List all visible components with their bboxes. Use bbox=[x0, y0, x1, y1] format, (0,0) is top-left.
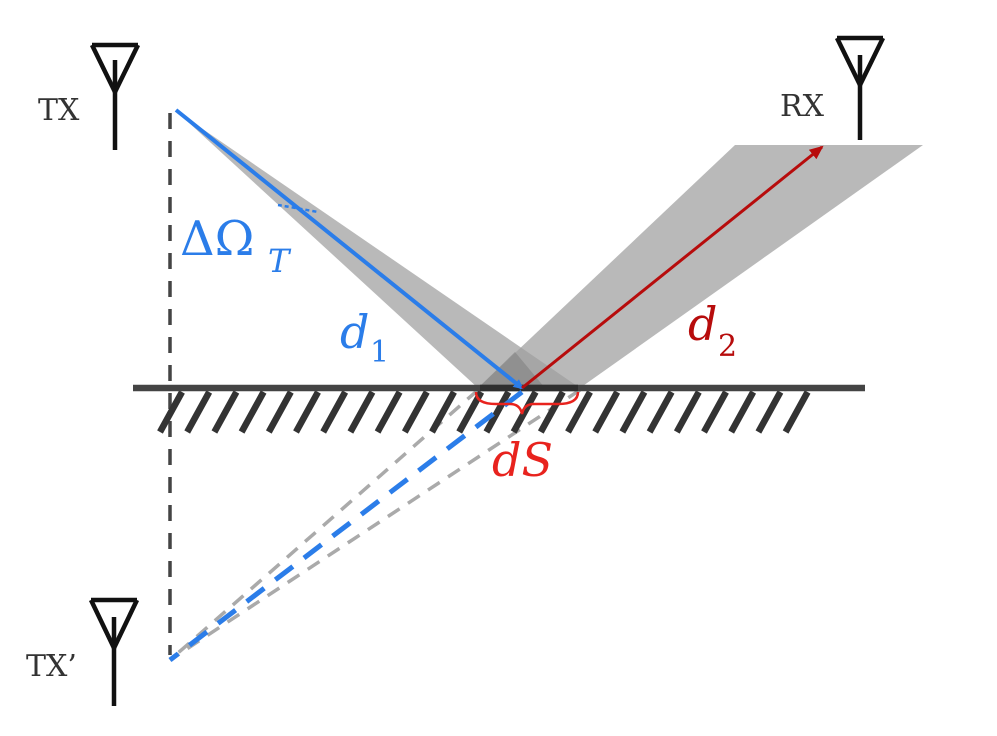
d1-subscript: 1 bbox=[370, 335, 389, 370]
tx-image-antenna-icon bbox=[88, 597, 140, 706]
ground-hatch-stroke bbox=[701, 390, 729, 434]
ground-hatch-stroke bbox=[728, 390, 757, 434]
surface-element-brace bbox=[474, 391, 580, 415]
ground-hatch-stroke bbox=[265, 390, 294, 434]
ground-hatching bbox=[157, 390, 811, 434]
image-cone-edge-upper bbox=[168, 388, 480, 662]
beam-overlap-patch bbox=[478, 352, 545, 388]
image-cone-edge-lower bbox=[169, 388, 581, 662]
reflected-beam-cone bbox=[478, 145, 923, 388]
ground-hatch-stroke bbox=[592, 390, 621, 434]
ground-hatch-stroke bbox=[483, 390, 512, 434]
d1-label: d 1 bbox=[340, 305, 389, 370]
incident-ray-image-dashed bbox=[168, 390, 524, 662]
ground-hatch-stroke bbox=[782, 390, 811, 434]
ground-hatch-stroke bbox=[347, 390, 376, 434]
d2-label: d 2 bbox=[688, 297, 737, 364]
ground-hatch-stroke bbox=[537, 390, 566, 434]
ground-hatch-stroke bbox=[184, 390, 213, 434]
d2-subscript: 2 bbox=[718, 329, 737, 364]
ground-hatch-stroke bbox=[755, 390, 784, 434]
ground-hatch-stroke bbox=[320, 390, 349, 434]
rx-antenna-icon bbox=[834, 35, 886, 140]
ground-hatch-stroke bbox=[510, 390, 539, 434]
ground-hatch-stroke bbox=[238, 390, 267, 434]
incident-ray-arrow bbox=[174, 108, 524, 390]
ground-hatch-stroke bbox=[293, 390, 321, 434]
solid-angle-subscript: T bbox=[268, 242, 292, 280]
ground-hatch-stroke bbox=[157, 390, 185, 434]
tx-image-label: TX’ bbox=[26, 649, 77, 684]
ground-hatch-stroke bbox=[619, 390, 648, 434]
tx-label: TX bbox=[38, 93, 80, 128]
ground-hatch-stroke bbox=[429, 390, 457, 434]
ground-hatch-stroke bbox=[401, 390, 430, 434]
ground-hatch-stroke bbox=[211, 390, 240, 434]
solid-angle-label: ΔΩ T bbox=[180, 211, 292, 280]
ground-hatch-stroke bbox=[673, 390, 702, 434]
solid-angle-arc bbox=[277, 203, 319, 214]
ground-hatch-stroke bbox=[565, 390, 593, 434]
tx-antenna-icon bbox=[89, 42, 141, 150]
incident-beam-cone bbox=[175, 110, 580, 388]
reflected-ray-arrow bbox=[521, 145, 824, 390]
ground-hatch-stroke bbox=[646, 390, 675, 434]
ground-hatch-stroke bbox=[374, 390, 403, 434]
rx-label: RX bbox=[780, 89, 825, 124]
surface-element-label: dS bbox=[492, 433, 553, 487]
